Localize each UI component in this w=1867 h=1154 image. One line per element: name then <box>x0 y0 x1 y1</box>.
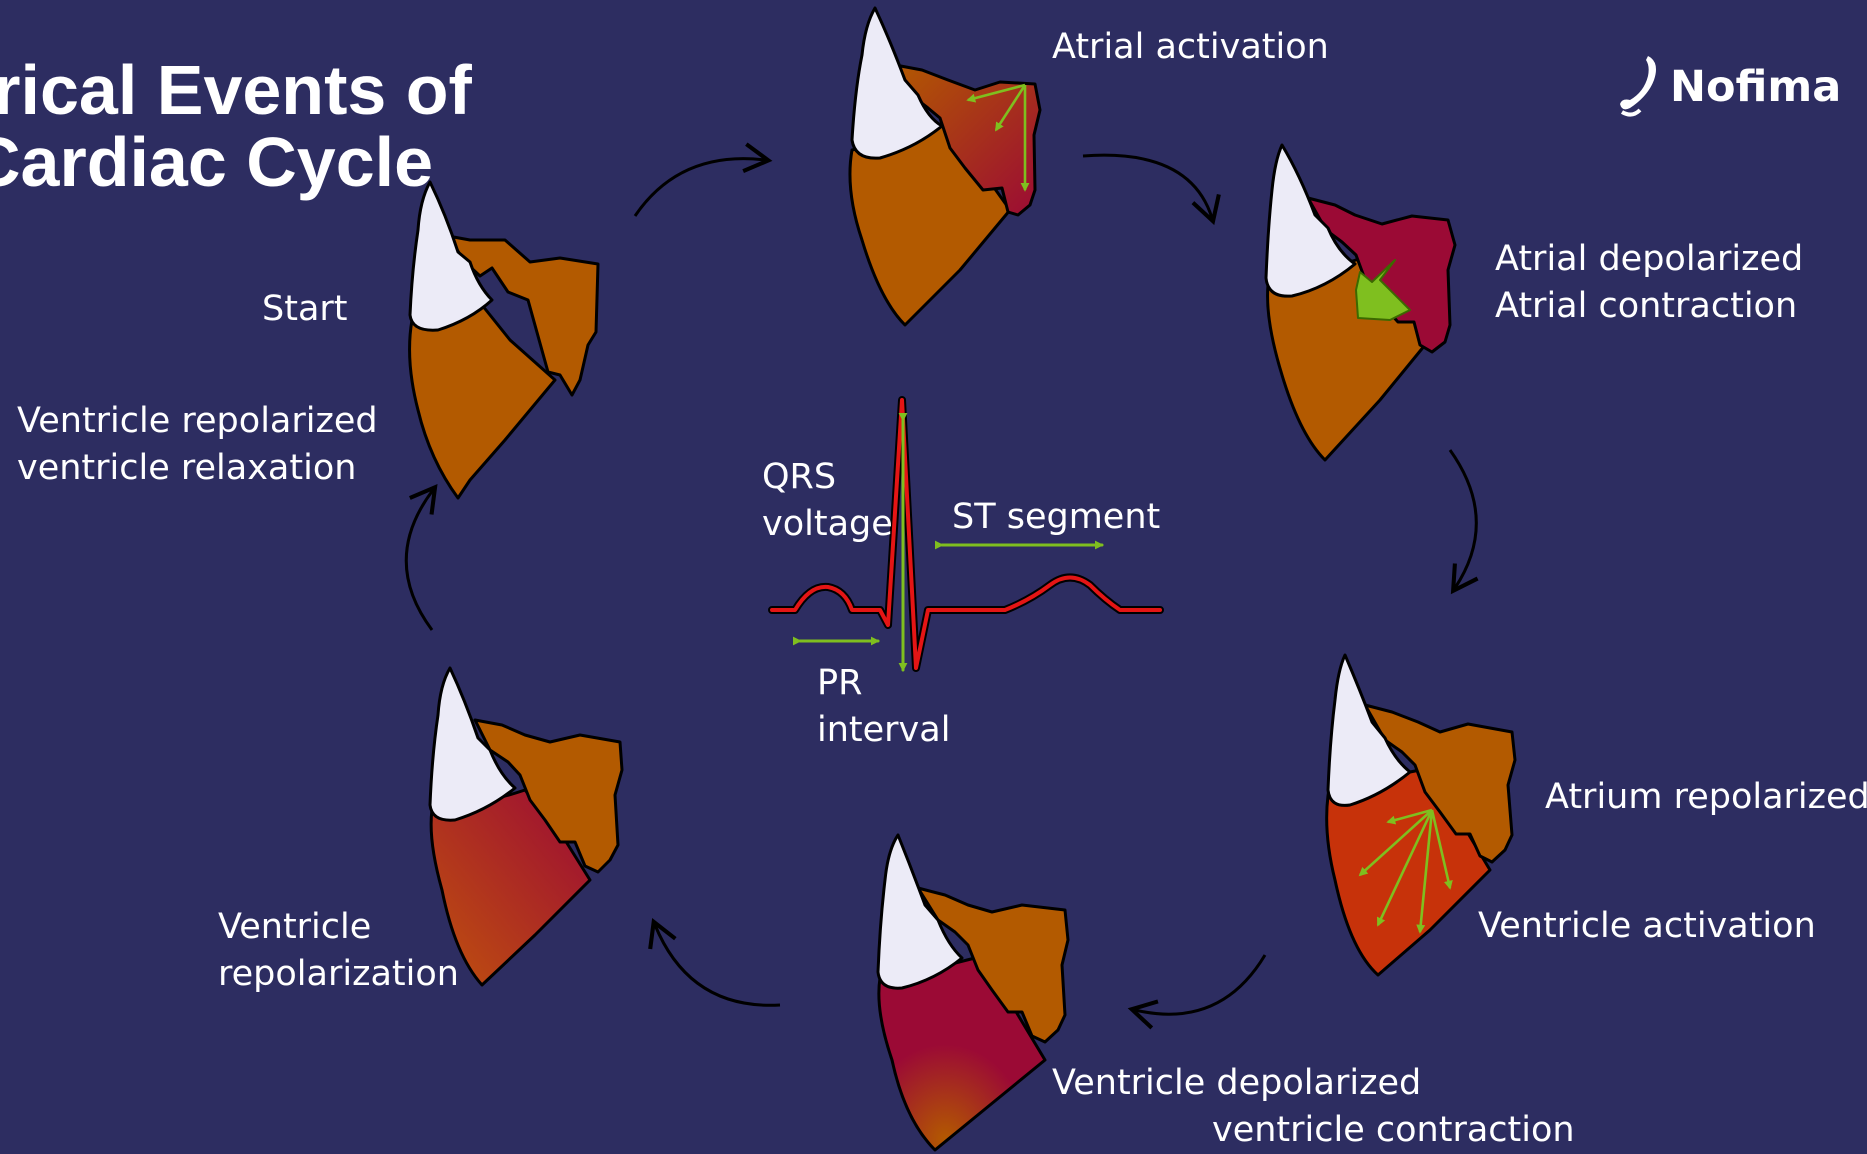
label-line: Atrial contraction <box>1495 283 1803 330</box>
nofima-logo: Nofima <box>1618 52 1666 122</box>
heart-ventricle-depolarized <box>878 835 1068 1150</box>
label-line: Ventricle <box>218 904 459 951</box>
label-line: Atrial activation <box>1052 24 1329 71</box>
logo-text: Nofima <box>1670 62 1841 112</box>
label-line: Ventricle activation <box>1478 903 1816 950</box>
label-line: Atrium repolarized <box>1545 774 1867 821</box>
cycle-arrow-repolarization-to-start <box>406 490 433 630</box>
nofima-swoosh-icon <box>1618 52 1666 122</box>
cycle-arrow-start-to-activation <box>635 159 765 216</box>
heart-start <box>410 182 598 498</box>
label-line: QRS <box>762 454 893 501</box>
label-line: Start <box>262 286 348 333</box>
label-line: voltage <box>762 501 893 548</box>
cycle-arrow-depolarized-to-repolarization <box>655 925 780 1005</box>
label-atrial-depolarized: Atrial depolarized Atrial contraction <box>1495 236 1803 330</box>
page-title: trical Events of Cardiac Cycle <box>0 54 472 198</box>
cycle-arrow-depolarized-to-repolarized <box>1450 450 1476 588</box>
label-line: Ventricle repolarized <box>17 398 378 445</box>
label-line: ventricle relaxation <box>17 445 378 492</box>
title-line-2: Cardiac Cycle <box>0 123 433 201</box>
label-line: interval <box>817 707 950 754</box>
cycle-arrow-activation-to-depolarized <box>1083 155 1212 218</box>
label-ventricle-repolarized: Ventricle repolarized ventricle relaxati… <box>17 398 378 492</box>
label-line: Ventricle depolarized <box>1052 1060 1575 1107</box>
title-line-1: trical Events of <box>0 51 472 129</box>
label-pr-interval: PR interval <box>817 660 950 754</box>
label-atrial-activation: Atrial activation <box>1052 24 1329 71</box>
label-ventricle-depolarized: Ventricle depolarized ventricle contract… <box>1052 1060 1575 1154</box>
label-line: PR <box>817 660 950 707</box>
label-st-segment: ST segment <box>952 494 1160 541</box>
label-atrium-repolarized: Atrium repolarized <box>1545 774 1867 821</box>
heart-atrial-depolarized <box>1266 145 1455 460</box>
label-line: Atrial depolarized <box>1495 236 1803 283</box>
label-start: Start <box>262 286 348 333</box>
label-line: ventricle contraction <box>1052 1107 1575 1154</box>
label-line: ST segment <box>952 494 1160 541</box>
heart-atrial-activation <box>850 8 1040 325</box>
label-ventricle-activation: Ventricle activation <box>1478 903 1816 950</box>
label-line: repolarization <box>218 951 459 998</box>
cycle-arrow-repolarized-to-ventricle-depolarized <box>1135 955 1265 1014</box>
label-qrs-voltage: QRS voltage <box>762 454 893 548</box>
label-ventricle-repolarization: Ventricle repolarization <box>218 904 459 998</box>
